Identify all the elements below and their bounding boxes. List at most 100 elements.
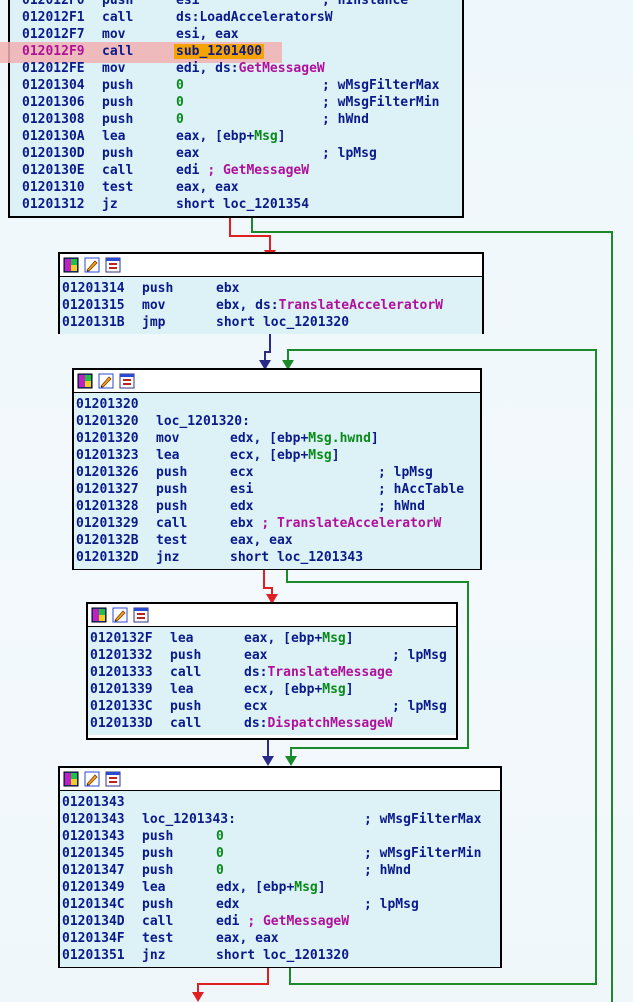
instruction-operands: ecx, [ebp+Msg]: [230, 447, 340, 464]
instruction-address: 0120130D: [22, 146, 85, 161]
color-palette-icon[interactable]: [63, 257, 79, 273]
operand-text: ecx: [230, 465, 254, 480]
instruction-operands: 0: [216, 828, 224, 845]
color-palette-icon[interactable]: [77, 373, 93, 389]
instruction-mnemonic: test: [102, 180, 134, 195]
edit-pencil-icon[interactable]: [98, 373, 114, 389]
graph-window-icon[interactable]: [133, 607, 149, 623]
subroutine-name[interactable]: sub_1201400: [174, 44, 265, 59]
instruction-mnemonic: push: [102, 112, 134, 127]
graph-window-icon[interactable]: [105, 771, 121, 787]
instruction-address: 01201343: [62, 829, 125, 844]
instruction-row[interactable]: 01201343: [60, 794, 500, 811]
color-palette-icon[interactable]: [91, 607, 107, 623]
operand-text: edx: [216, 897, 240, 912]
color-palette-icon[interactable]: [63, 771, 79, 787]
block-header: [74, 370, 480, 393]
operand-text: eax, [ebp+: [244, 631, 323, 646]
instruction-comment: ; hAccTable: [378, 482, 465, 497]
block-header: [88, 604, 456, 627]
instruction-address: 0120131B: [62, 315, 125, 330]
instruction-operands: sub_1201400: [174, 43, 265, 60]
graph-window-icon[interactable]: [119, 373, 135, 389]
instruction-operands: edi ; GetMessageW: [216, 913, 349, 930]
graph-window-icon[interactable]: [105, 257, 121, 273]
api-name[interactable]: GetMessageW: [238, 61, 325, 76]
api-name[interactable]: DispatchMessageW: [267, 716, 393, 731]
instruction-row[interactable]: 01201343 push 0: [60, 828, 500, 845]
edit-pencil-icon[interactable]: [84, 257, 100, 273]
edit-pencil-icon[interactable]: [112, 607, 128, 623]
instruction-row[interactable]: 01201320: [74, 396, 480, 413]
instruction-address: 012012F7: [22, 27, 85, 42]
instruction-operands: ds:DispatchMessageW: [244, 715, 393, 732]
instruction-mnemonic: mov: [156, 431, 180, 446]
api-name[interactable]: ; GetMessageW: [207, 163, 310, 178]
instruction-address: 01201304: [22, 78, 85, 93]
api-name[interactable]: TranslateAcceleratorW: [278, 298, 443, 313]
edge-arrow-exit: [192, 992, 204, 1002]
instruction-address: 0120130A: [22, 129, 85, 144]
instruction-mnemonic: push: [102, 146, 134, 161]
operand-symbol: Msg.hwnd: [308, 431, 371, 446]
instruction-address: 01201306: [22, 95, 85, 110]
api-name[interactable]: ; TranslateAcceleratorW: [261, 516, 442, 531]
edit-pencil-icon[interactable]: [84, 771, 100, 787]
instruction-address: 01201310: [22, 180, 85, 195]
instruction-mnemonic: push: [142, 829, 174, 844]
instruction-mnemonic: test: [142, 931, 174, 946]
edge-block5-to-block3: [287, 349, 597, 985]
api-name[interactable]: TranslateMessage: [267, 665, 393, 680]
api-name[interactable]: ; GetMessageW: [247, 914, 350, 929]
instruction-comment: ; hWnd: [364, 863, 411, 878]
edge-block3-to-block5: [286, 570, 469, 758]
